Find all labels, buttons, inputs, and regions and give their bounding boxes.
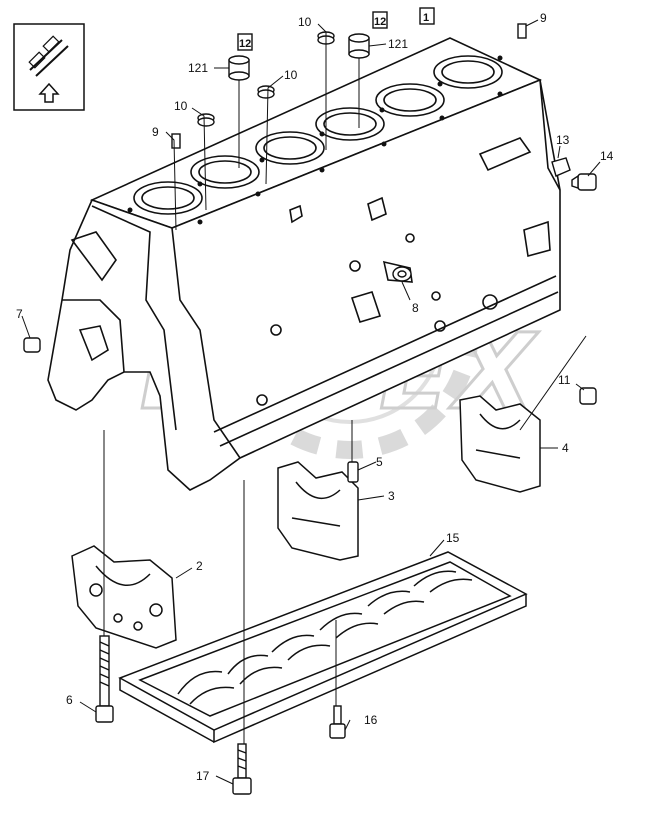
reference-boxes [237, 7, 435, 51]
dowel-5 [347, 461, 359, 483]
bushing-8 [392, 266, 412, 282]
callout-17: 17 [196, 769, 210, 783]
callout-15: 15 [446, 531, 460, 545]
callout-9a: 9 [540, 11, 547, 25]
callout-9b: 9 [152, 125, 159, 139]
drain-plugs [551, 157, 597, 191]
reference-box-label: 1 [423, 12, 429, 24]
callout-10c: 10 [174, 99, 188, 113]
callout-5: 5 [376, 455, 383, 469]
callout-2: 2 [196, 559, 203, 573]
callout-16: 16 [364, 713, 378, 727]
callout-8: 8 [412, 301, 419, 315]
callouts: 9 9 10 10 10 121 121 13 14 7 8 11 4 5 3 … [16, 11, 614, 783]
callout-10a: 10 [298, 15, 312, 29]
engine-block [47, 37, 561, 491]
callout-121a: 121 [188, 61, 208, 75]
callout-12a: 12 [374, 16, 386, 28]
bearing-caps [71, 395, 541, 649]
bedplate-15 [118, 551, 528, 744]
callout-10b: 10 [284, 68, 298, 82]
bolts [95, 635, 346, 795]
leader-lines [21, 19, 601, 785]
callout-121b: 121 [388, 37, 408, 51]
orientation-arrow-icon [13, 23, 85, 111]
plug-11 [579, 387, 597, 405]
cylinder-caps [171, 23, 527, 149]
callout-4: 4 [562, 441, 569, 455]
plug-7 [23, 337, 41, 353]
callout-13: 13 [556, 133, 570, 147]
callout-7: 7 [16, 307, 23, 321]
callout-3: 3 [388, 489, 395, 503]
callout-11: 11 [558, 373, 571, 387]
callout-12b: 12 [239, 38, 251, 50]
callout-6: 6 [66, 693, 73, 707]
callout-14: 14 [600, 149, 614, 163]
